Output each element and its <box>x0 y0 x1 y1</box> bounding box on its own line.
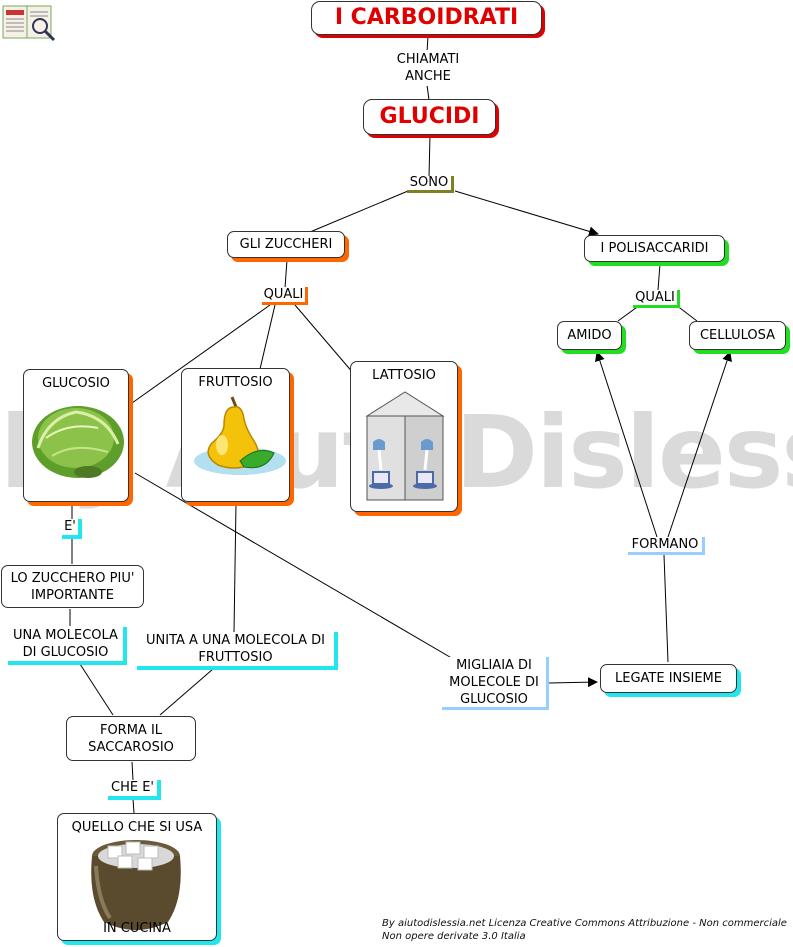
node-legate-insieme: LEGATE INSIEME <box>600 664 737 693</box>
node-saccarosio: FORMA IL SACCAROSIO <box>66 716 196 761</box>
line-polisaccaridi-quali <box>657 263 661 291</box>
line-chee-cucina <box>132 798 135 814</box>
node-fruttosio: FRUTTOSIO <box>181 368 290 502</box>
credits: By aiutodislessia.net Licenza Creative C… <box>382 917 787 943</box>
glucidi-node: GLUCIDI <box>363 99 496 135</box>
lattosio-label: LATTOSIO <box>372 368 436 383</box>
sugar-bowl-icon <box>91 840 181 930</box>
link-chiamati-anche: CHIAMATI ANCHE <box>388 50 468 86</box>
node-cellulosa: CELLULOSA <box>689 321 786 350</box>
line-glucosio-migliaia <box>134 472 456 661</box>
line-formano-cellulosa <box>667 351 732 538</box>
line-sono-zuccheri <box>309 190 409 233</box>
credits-line1: By aiutodislessia.net Licenza Creative C… <box>382 918 787 929</box>
node-lattosio: LATTOSIO <box>350 361 458 512</box>
line-zuccheri-quali <box>284 259 288 289</box>
link-che-e: CHE E' <box>108 780 161 800</box>
fruttosio-label: FRUTTOSIO <box>198 375 273 390</box>
line-saccarosio-chee <box>131 761 134 781</box>
lettuce-icon <box>32 406 124 478</box>
page-title: I CARBOIDRATI <box>334 5 519 30</box>
node-amido: AMIDO <box>557 321 622 350</box>
line-formano-amido <box>595 351 658 538</box>
node-gli-zuccheri: GLI ZUCCHERI <box>227 231 345 258</box>
line-glucidi-sono <box>428 134 431 178</box>
node-cucina: QUELLO CHE SI USA IN CUCINA <box>57 813 217 941</box>
line-quali-glucosio <box>131 304 271 404</box>
link-sono: SONO <box>407 175 454 193</box>
line-migliaia-legate <box>548 677 598 688</box>
cucina-bottom-label: IN CUCINA <box>103 921 171 936</box>
pear-icon <box>194 396 286 475</box>
link-unita-fruttosio: UNITA A UNA MOLECOLA DI FRUTTOSIO <box>137 632 338 670</box>
link-e: E' <box>62 519 82 539</box>
node-zucchero-importante: LO ZUCCHERO PIU' IMPORTANTE <box>1 565 144 608</box>
glucosio-label: GLUCOSIO <box>42 376 110 391</box>
line-title-chiamati <box>426 35 429 53</box>
link-migliaia: MIGLIAIA DI MOLECOLE DI GLUCOSIO <box>442 657 549 710</box>
cucina-top-label: QUELLO CHE SI USA <box>71 820 203 835</box>
line-unita-saccarosio <box>159 668 214 716</box>
milk-carton-icon <box>365 391 445 501</box>
line-chiamati-glucidi <box>426 84 430 101</box>
line-quali-fruttosio <box>259 304 276 370</box>
node-glucosio: GLUCOSIO <box>23 369 129 502</box>
book-icon <box>2 5 56 42</box>
subtitle: GLUCIDI <box>379 104 480 129</box>
credits-line2: Non opere derivate 3.0 Italia <box>382 931 526 942</box>
line-fruttosio-unita <box>233 502 237 633</box>
link-quali-polisaccaridi: QUALI <box>633 290 680 308</box>
line-legate-formano <box>663 554 669 663</box>
link-una-molecola: UNA MOLECOLA DI GLUCOSIO <box>8 627 127 665</box>
link-quali-zuccheri: QUALI <box>262 287 308 305</box>
title-node: I CARBOIDRATI <box>311 1 542 35</box>
line-molecola-saccarosio <box>79 663 114 716</box>
line-sono-polisaccaridi <box>454 190 599 237</box>
link-formano: FORMANO <box>628 537 705 555</box>
node-polisaccaridi: I POLISACCARIDI <box>584 235 725 262</box>
line-quali-lattosio <box>294 304 355 375</box>
